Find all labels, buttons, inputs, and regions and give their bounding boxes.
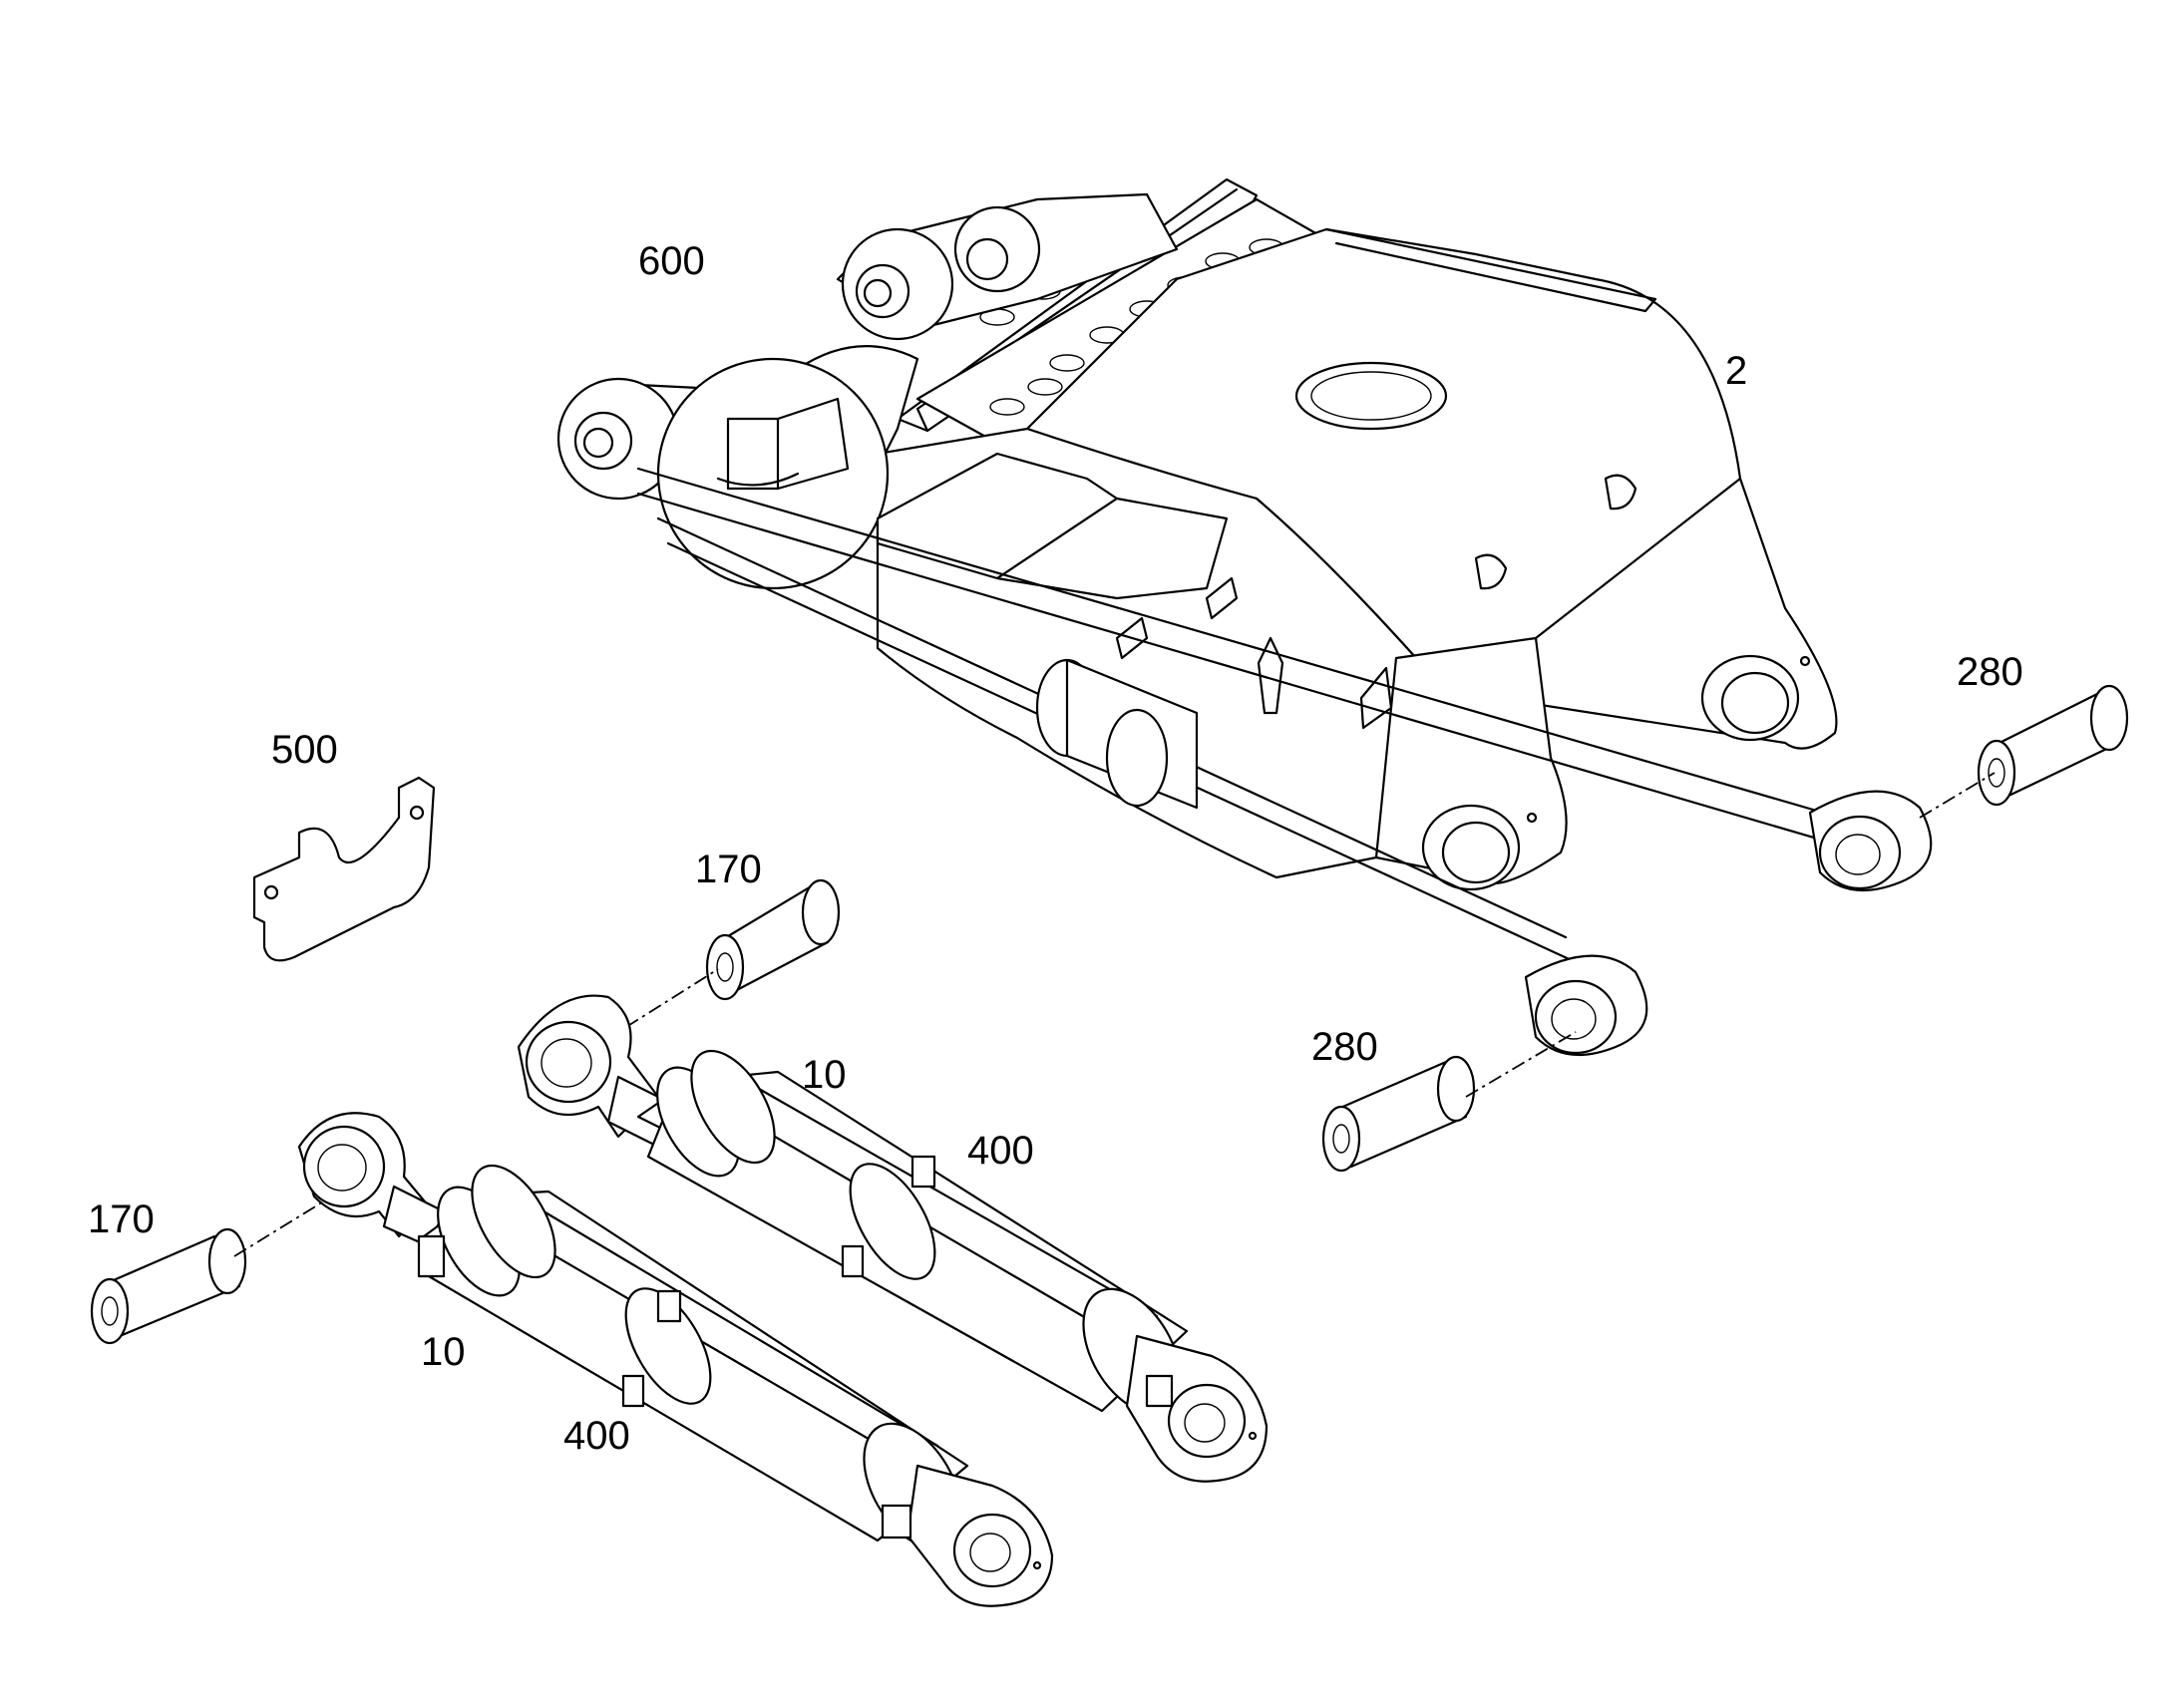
pin-right [1977,684,2129,807]
callout-pin-right: 280 [1957,650,2023,694]
callout-clamp-upper: 400 [967,1129,1034,1173]
callout-cylinder-lower: 10 [421,1330,466,1374]
callout-pin-center: 280 [1311,1025,1378,1069]
callout-pin-lower-left: 170 [88,1197,155,1241]
pin-lower-left [90,1227,247,1345]
callout-plate: 500 [271,728,338,772]
callout-pin-upper-left: 170 [695,848,762,891]
main-frame [556,177,1933,1057]
callout-upper-assembly: 600 [638,239,705,283]
pin-upper-left [705,878,841,1001]
cylinder-lower [297,1112,1054,1607]
callout-clamp-lower: 400 [563,1414,630,1458]
callout-cylinder-upper: 10 [802,1053,847,1097]
cylinder-upper [517,994,1269,1483]
callout-main-frame: 2 [1725,349,1748,393]
shim-plate [252,776,436,962]
pin-center [1321,1055,1476,1173]
